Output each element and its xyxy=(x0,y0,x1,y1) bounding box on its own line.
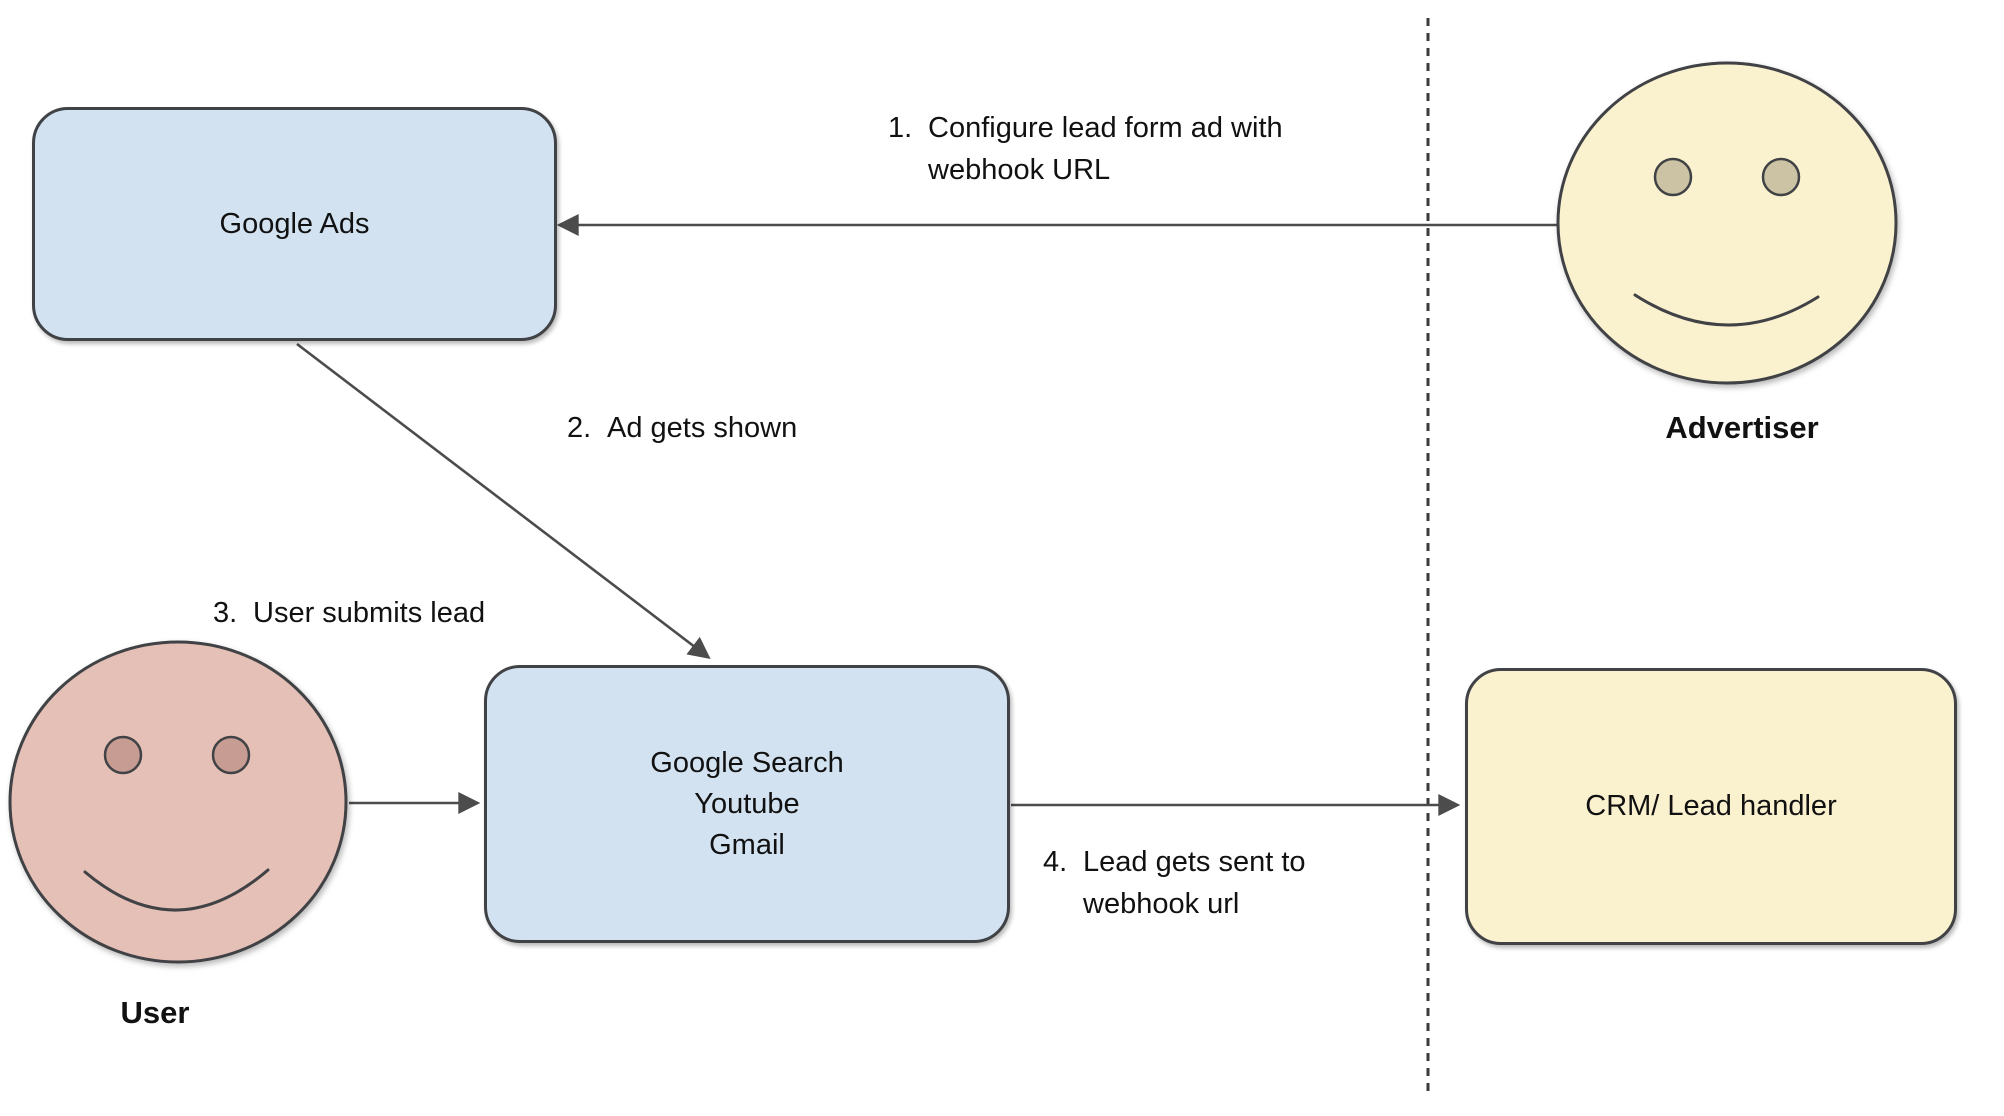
step-4-number: 4. xyxy=(1043,846,1068,878)
advertiser-head xyxy=(1556,61,1898,385)
user-smile xyxy=(83,868,270,912)
node-google-surfaces-line: Google Search xyxy=(650,746,844,779)
step-4-text-line: webhook url xyxy=(1083,888,1240,920)
node-crm-label: CRM/ Lead handler xyxy=(1585,790,1837,822)
user-head xyxy=(8,640,348,964)
step-label-4: 4. Lead gets sent to webhook url xyxy=(1043,841,1306,925)
user-face-icon xyxy=(8,640,348,964)
advertiser-label: Advertiser xyxy=(1665,410,1819,445)
step-2-number: 2. xyxy=(567,412,592,444)
step-label-1: 1. Configure lead form ad with webhook U… xyxy=(888,107,1283,191)
advertiser-left-eye xyxy=(1653,157,1693,197)
advertiser-face-icon xyxy=(1556,61,1898,385)
node-google-surfaces: Google Search Youtube Gmail xyxy=(484,665,1010,943)
node-google-ads: Google Ads xyxy=(32,107,557,341)
step-1-text-line: webhook URL xyxy=(928,154,1111,186)
node-google-surfaces-line: Youtube xyxy=(694,787,800,820)
step-1-number: 1. xyxy=(888,112,913,144)
advertiser-smile xyxy=(1633,293,1820,327)
node-google-ads-label: Google Ads xyxy=(219,207,370,240)
step-label-2: 2. Ad gets shown xyxy=(567,407,797,449)
advertiser-right-eye xyxy=(1761,157,1801,197)
step-2-text-line: Ad gets shown xyxy=(607,412,798,444)
step-1-text-line: Configure lead form ad with xyxy=(928,112,1283,144)
user-right-eye xyxy=(211,735,251,775)
node-crm-lead-handler: CRM/ Lead handler xyxy=(1465,668,1957,945)
step-3-number: 3. xyxy=(213,597,238,629)
step-4-text-line: Lead gets sent to xyxy=(1083,846,1306,878)
user-label: User xyxy=(120,995,190,1030)
user-left-eye xyxy=(103,735,143,775)
step-label-3: 3. User submits lead xyxy=(213,592,485,634)
node-google-surfaces-line: Gmail xyxy=(709,828,785,861)
step-3-text-line: User submits lead xyxy=(253,597,486,629)
